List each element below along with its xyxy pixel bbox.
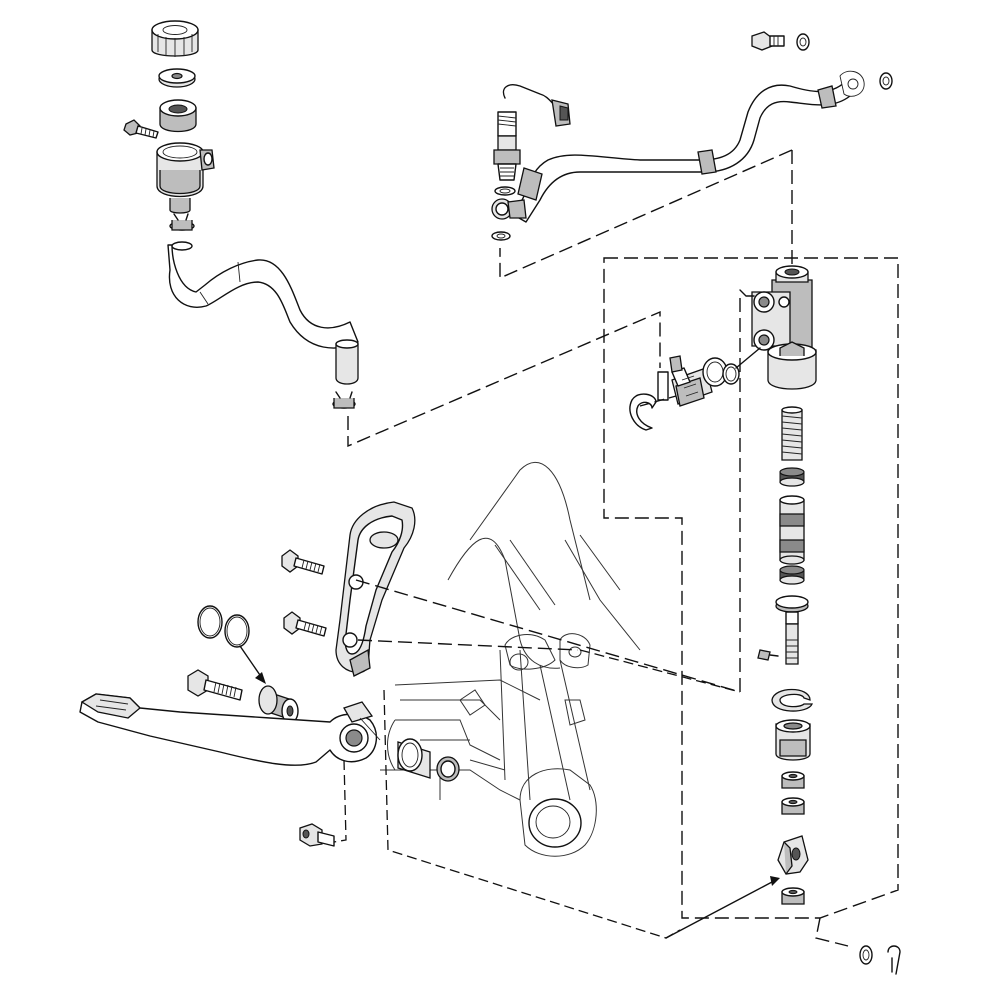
- retaining-circlip: [771, 688, 813, 712]
- brake-light-switch: [493, 84, 571, 181]
- push-rod-washer: [775, 595, 809, 625]
- guard-bolt-upper: [281, 549, 325, 575]
- master-cylinder-body: [739, 265, 817, 390]
- hose-clamp-lower: [332, 391, 356, 409]
- snap-ring: [629, 393, 657, 431]
- brake-line-hose: [511, 70, 865, 223]
- pedal-pivot-sleeve: [397, 738, 431, 779]
- reservoir-body: [156, 142, 215, 214]
- reservoir-diaphragm-plate: [158, 68, 196, 88]
- pivot-o-ring-1: [197, 605, 223, 639]
- push-rod: [757, 623, 799, 665]
- fitting-o-ring-1: [702, 357, 728, 387]
- sealing-washer-upper-2: [879, 72, 893, 90]
- frame-bracket: [380, 461, 641, 857]
- split-pin: [887, 945, 901, 975]
- push-rod-spring: [781, 406, 803, 461]
- piston-seal: [779, 467, 805, 487]
- brake-pedal-lever: [79, 693, 381, 766]
- guard-bolt-lower: [283, 611, 327, 637]
- reservoir-cap: [151, 20, 199, 57]
- banjo-bolt-upper: [751, 31, 785, 51]
- heel-guard-plate: [335, 501, 416, 677]
- lock-nut-2: [781, 797, 805, 815]
- reservoir-mounting-bolt: [123, 119, 159, 139]
- sealing-washer-switch-upper: [494, 186, 516, 196]
- sealing-washer-upper-1: [796, 33, 810, 51]
- pedal-pivot-seal: [436, 756, 460, 782]
- pivot-bolt: [187, 669, 243, 701]
- clevis-pin-washer: [859, 945, 873, 965]
- banjo-fitting: [491, 198, 527, 220]
- sealing-washer-switch-lower: [491, 231, 511, 241]
- reservoir-diaphragm: [159, 99, 197, 133]
- assembly-arrows: [239, 645, 780, 939]
- hose-clamp-upper: [169, 213, 195, 231]
- leader-lines: [333, 149, 899, 947]
- pivot-o-ring-2: [224, 614, 250, 648]
- outlet-fitting: [657, 355, 713, 407]
- reservoir-hose: [167, 241, 359, 385]
- piston: [779, 495, 805, 565]
- fitting-o-ring-2: [722, 363, 740, 385]
- lock-nut-1: [781, 771, 805, 789]
- pedal-clevis-pin: [299, 823, 335, 847]
- clevis-lock-nut: [781, 887, 805, 905]
- clevis: [777, 835, 809, 875]
- secondary-seal: [779, 565, 805, 585]
- dust-boot: [775, 719, 811, 761]
